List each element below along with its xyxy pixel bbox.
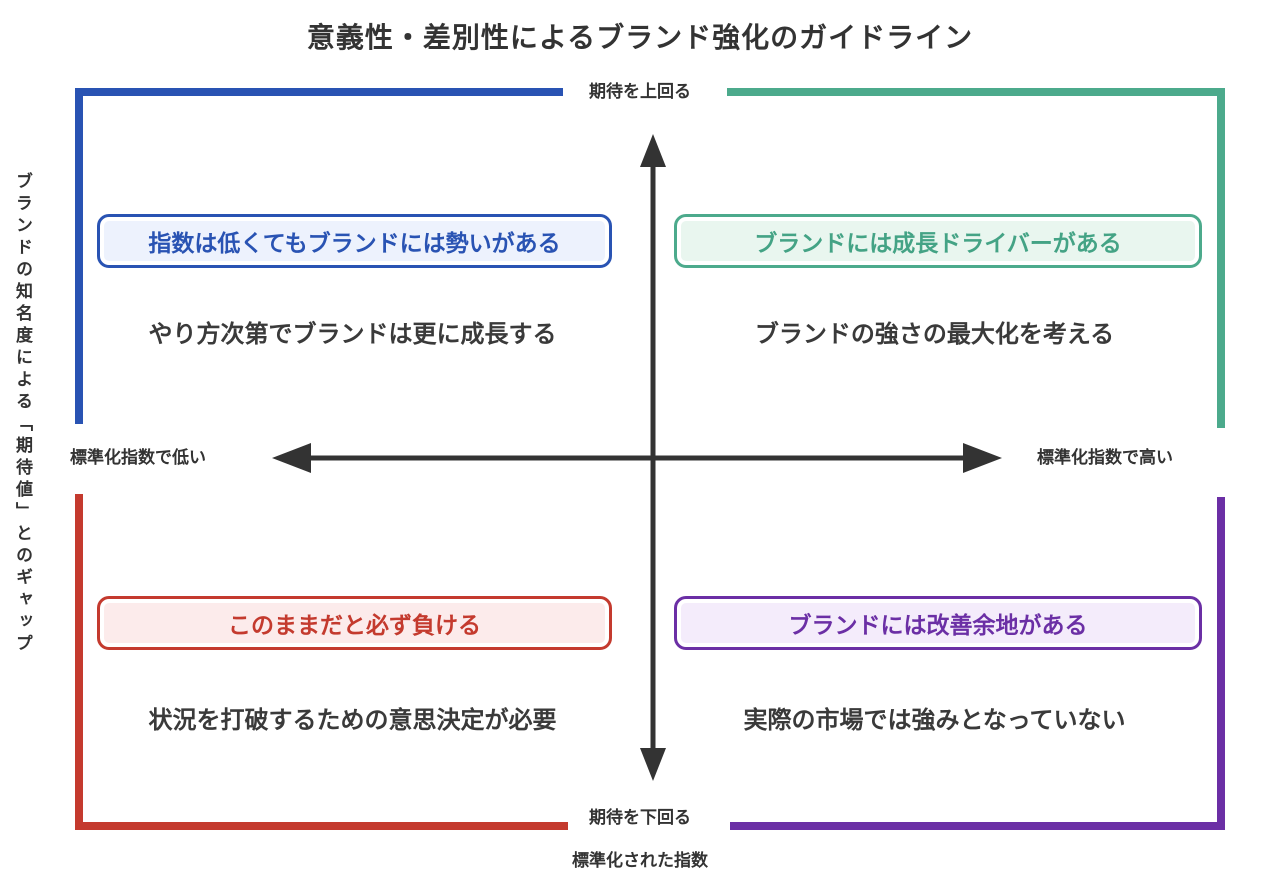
x-axis-low-label: 標準化指数で低い — [70, 448, 206, 467]
quadrant-top-left-badge: 指数は低くてもブランドには勢いがある — [97, 214, 612, 268]
bracket-top-left — [75, 88, 563, 424]
quadrant-bottom-right-description: 実際の市場では強みとなっていない — [743, 707, 1126, 734]
quadrant-bottom-left-badge: このままだと必ず負ける — [97, 596, 612, 650]
bracket-bottom-left — [75, 494, 568, 830]
y-axis-title: ブランドの知名度による「期待値」とのギャップ — [13, 172, 32, 656]
bottom-edge-label: 期待を下回る — [589, 808, 691, 827]
quadrant-top-right-description: ブランドの強さの最大化を考える — [754, 321, 1115, 348]
x-axis-high-label: 標準化指数で高い — [1037, 448, 1173, 467]
quadrant-bottom-left-description: 状況を打破するための意思決定が必要 — [148, 707, 557, 734]
quadrant-top-right-badge: ブランドには成長ドライバーがある — [674, 214, 1202, 268]
top-edge-label: 期待を上回る — [589, 82, 691, 101]
bracket-top-right — [727, 88, 1225, 428]
quadrant-bottom-right-badge: ブランドには改善余地がある — [674, 596, 1202, 650]
quadrant-top-left-description: やり方次第でブランドは更に成長する — [148, 321, 557, 348]
diagram-title: 意義性・差別性によるブランド強化のガイドライン — [306, 22, 974, 53]
bracket-bottom-right — [730, 497, 1225, 830]
x-axis-title: 標準化された指数 — [572, 851, 708, 870]
